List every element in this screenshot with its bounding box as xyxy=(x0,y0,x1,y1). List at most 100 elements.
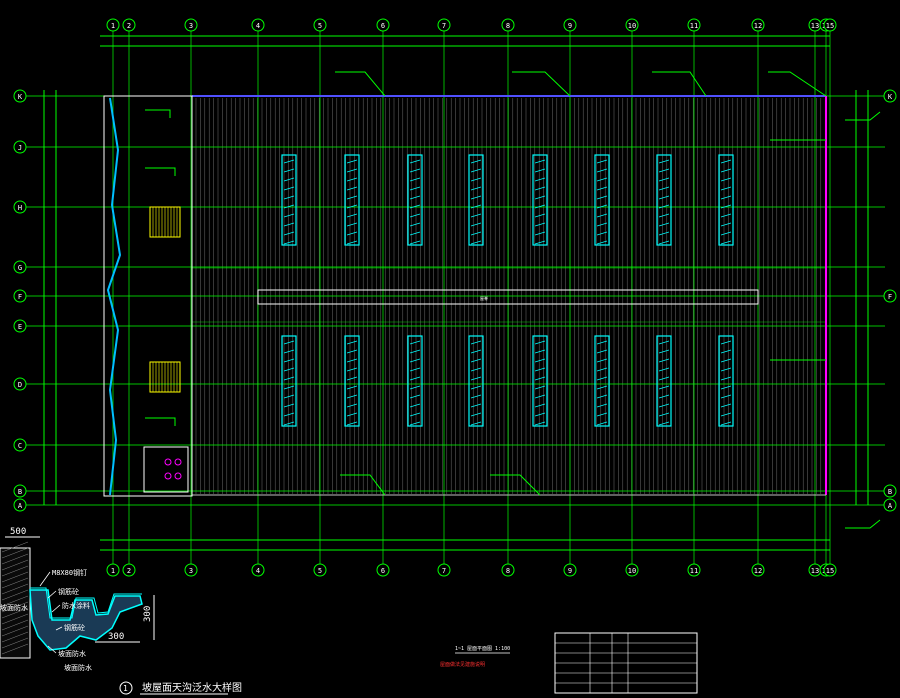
skylight-mark xyxy=(596,367,608,372)
skylight-mark xyxy=(720,204,732,209)
skylight-mark xyxy=(283,340,295,345)
axis-top-label: 12 xyxy=(754,22,762,30)
detail-note: 坡面防水 xyxy=(58,649,86,658)
axis-bottom-label: 8 xyxy=(506,567,510,575)
skylight-mark xyxy=(720,186,732,191)
detail-note: M8X80钢钉 xyxy=(52,568,87,577)
axis-top-circle xyxy=(625,18,639,32)
detail-hatch-line xyxy=(1,637,29,649)
skylight-mark xyxy=(658,204,670,209)
axis-bubbles: 1234567891011121314151234567891011121314… xyxy=(13,18,897,577)
axis-bottom-circle xyxy=(823,563,837,577)
axis-bottom-label: 3 xyxy=(189,567,193,575)
axis-left-circle xyxy=(13,89,27,103)
skylight-mark xyxy=(346,349,358,354)
skylight-mark xyxy=(409,213,421,218)
axis-right-label: F xyxy=(888,293,892,301)
detail-note: 坡面防水 xyxy=(64,663,92,672)
toilet-fixture xyxy=(174,458,182,466)
skylight-mark xyxy=(283,376,295,381)
skylight-mark xyxy=(534,186,546,191)
axis-bottom-label: 4 xyxy=(256,567,260,575)
skylight-mark xyxy=(534,367,546,372)
skylight-mark xyxy=(409,240,421,245)
axis-left-label: K xyxy=(18,93,23,101)
axis-right-circle xyxy=(883,498,897,512)
skylight-mark xyxy=(470,421,482,426)
axis-top-label: 3 xyxy=(189,22,193,30)
axis-top-circle xyxy=(251,18,265,32)
axis-bottom-label: 6 xyxy=(381,567,385,575)
skylight-mark xyxy=(409,421,421,426)
axis-bottom-label: 9 xyxy=(568,567,572,575)
leader xyxy=(512,71,571,97)
axis-bottom-label: 7 xyxy=(442,567,446,575)
plan-title-block: 1~1 屋面平面图 1:100 屋面做法见建施说明 xyxy=(440,646,510,668)
skylight-mark xyxy=(720,358,732,363)
skylight-mark xyxy=(596,376,608,381)
leader xyxy=(39,571,51,587)
axis-left-label: H xyxy=(18,204,22,212)
skylight-mark xyxy=(346,195,358,200)
skylight xyxy=(718,335,734,427)
skylight-mark xyxy=(283,412,295,417)
skylight xyxy=(718,154,734,246)
skylight xyxy=(656,335,672,427)
detail-hatch-line xyxy=(1,607,29,619)
axis-top-circle xyxy=(823,18,837,32)
skylight-mark xyxy=(534,240,546,245)
skylight-mark xyxy=(720,385,732,390)
skylight-mark xyxy=(470,340,482,345)
toilet-room xyxy=(143,446,189,493)
structural-grid-lines xyxy=(25,30,885,565)
skylight-mark xyxy=(658,195,670,200)
axis-right-label: A xyxy=(888,502,893,510)
detail-hatch-line xyxy=(1,547,29,559)
axis-bottom-circle xyxy=(106,563,120,577)
skylight-mark xyxy=(658,394,670,399)
axis-left-label: J xyxy=(18,144,22,152)
skylight-mark xyxy=(346,177,358,182)
detail-hatch-line xyxy=(1,643,29,655)
skylight-mark xyxy=(409,340,421,345)
leader xyxy=(51,604,61,613)
detail-note-leaders xyxy=(39,571,63,654)
leader xyxy=(145,417,176,426)
skylight-mark xyxy=(283,403,295,408)
skylight-mark xyxy=(596,403,608,408)
detail-hatch-line xyxy=(1,577,29,589)
ridge-label: 屋脊 xyxy=(480,295,488,301)
axis-left-circle xyxy=(13,319,27,333)
axis-left-label: D xyxy=(18,381,22,389)
skylight-mark xyxy=(470,231,482,236)
axis-top-circle xyxy=(687,18,701,32)
skylight-mark xyxy=(596,177,608,182)
skylight-mark xyxy=(658,358,670,363)
axis-right-circle xyxy=(883,484,897,498)
skylight-mark xyxy=(283,204,295,209)
axis-bottom-label: 11 xyxy=(690,567,698,575)
skylight-mark xyxy=(470,195,482,200)
axis-top-label: 6 xyxy=(381,22,385,30)
skylight-mark xyxy=(346,240,358,245)
axis-bottom-circle xyxy=(376,563,390,577)
stair-treads xyxy=(152,207,178,392)
skylight-mark xyxy=(534,376,546,381)
skylight-group xyxy=(281,154,734,427)
skylight-mark xyxy=(470,213,482,218)
skylight-mark xyxy=(534,159,546,164)
skylight-mark xyxy=(470,186,482,191)
axis-bottom-circle xyxy=(184,563,198,577)
skylight xyxy=(344,335,360,427)
axis-bottom-label: 5 xyxy=(318,567,322,575)
skylight-mark xyxy=(596,412,608,417)
skylight-mark xyxy=(283,159,295,164)
skylight-mark xyxy=(470,394,482,399)
skylight-mark xyxy=(596,222,608,227)
axis-top-circle xyxy=(376,18,390,32)
skylight-mark xyxy=(470,367,482,372)
detail-hatch-line xyxy=(1,541,29,553)
axis-bottom-label: 12 xyxy=(754,567,762,575)
axis-left-label: B xyxy=(18,488,22,496)
